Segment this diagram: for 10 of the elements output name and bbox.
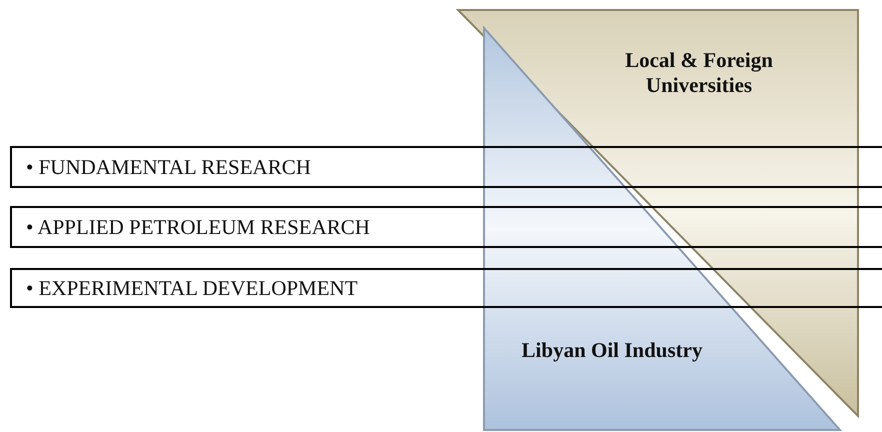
- research-bar: [10, 206, 882, 248]
- research-bar: [10, 268, 882, 308]
- triangle-panel: [456, 8, 862, 418]
- research-bar: [10, 146, 882, 188]
- triangle-panel: [482, 26, 844, 432]
- panel-title: Libyan Oil Industry: [520, 338, 704, 364]
- panel-title: Local & Foreign Universities: [624, 48, 774, 98]
- bar-label: • FUNDAMENTAL RESEARCH: [25, 154, 311, 180]
- bar-label: • EXPERIMENTAL DEVELOPMENT: [25, 276, 358, 300]
- bar-label: • APPLIED PETROLEUM RESEARCH: [25, 214, 370, 240]
